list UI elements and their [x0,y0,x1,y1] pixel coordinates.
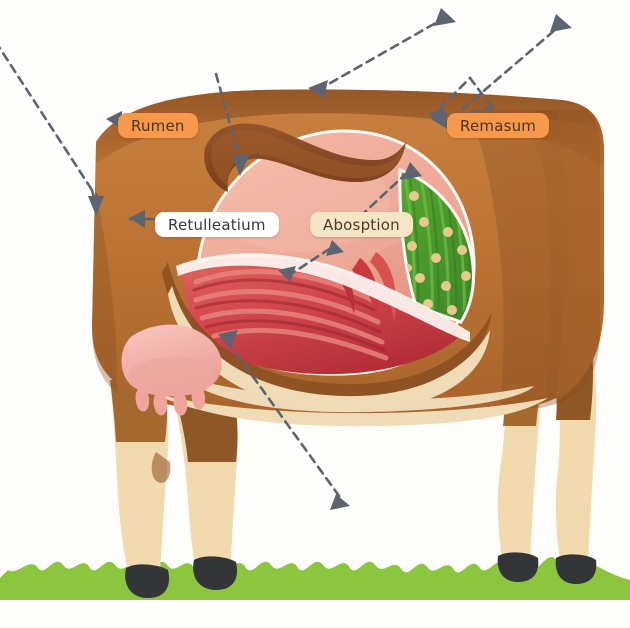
arrow-top-right-outflow [450,22,564,120]
arrow-top-left-outflow [316,14,450,92]
arrow-upper-left-inflow [0,46,99,203]
label-retulleatium[interactable]: Retulleatium [155,212,279,237]
label-abosption[interactable]: Abosption [310,212,413,237]
label-remasum-text: Remasum [460,116,537,135]
label-rumen[interactable]: Rumen [118,113,198,138]
esophagus [204,123,406,192]
arrow-absorption-lower [286,244,336,278]
label-remasum[interactable]: Remasum [447,113,550,138]
flow-arrows [0,14,564,502]
label-retulleatium-text: Retulleatium [168,215,266,234]
arrowhead-remasum [431,111,447,129]
label-rumen-text: Rumen [131,116,185,135]
arrow-esophagus-down [214,72,242,162]
arrow-zigzag-top [438,76,496,112]
udder [121,324,222,416]
arrow-lower-outflow [226,340,344,502]
label-abosption-text: Abosption [323,215,400,234]
